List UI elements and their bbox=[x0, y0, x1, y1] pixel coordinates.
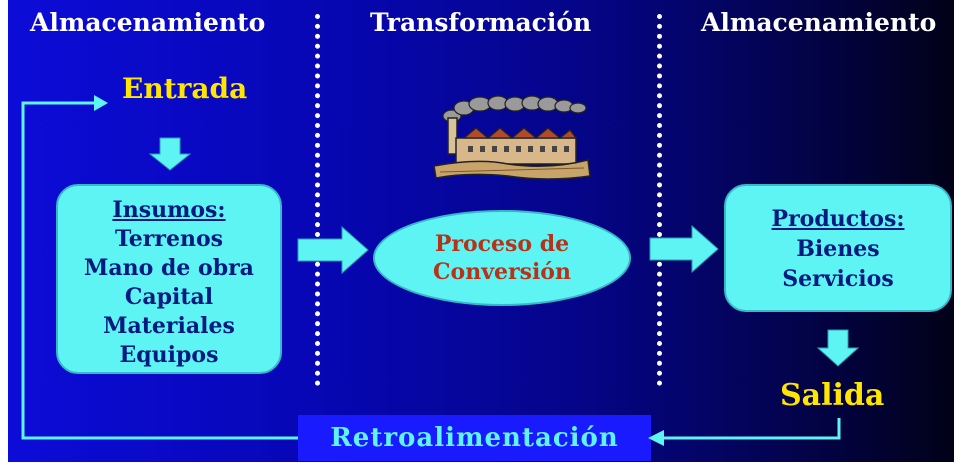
feedback-line-left bbox=[21, 101, 298, 440]
outputs-title: Productos: bbox=[771, 206, 905, 232]
left-arrow-icon bbox=[648, 430, 664, 446]
inputs-item: Equipos bbox=[119, 342, 219, 368]
process-line-2: Conversión bbox=[433, 259, 571, 285]
factory-icon bbox=[433, 95, 591, 180]
outputs-item: Bienes bbox=[796, 236, 880, 262]
conversion-process: Proceso de Conversión bbox=[373, 210, 631, 306]
inputs-box: Insumos: Terrenos Mano de obra Capital M… bbox=[56, 184, 282, 374]
right-arrow-icon bbox=[649, 224, 719, 274]
inputs-item: Mano de obra bbox=[84, 255, 254, 281]
divider-left bbox=[315, 14, 320, 386]
inputs-title: Insumos: bbox=[112, 197, 226, 223]
header-storage-right: Almacenamiento bbox=[701, 8, 937, 37]
down-arrow-icon bbox=[816, 329, 860, 367]
right-arrow-icon bbox=[94, 95, 108, 111]
header-transformation: Transformación bbox=[370, 8, 592, 37]
salida-label: Salida bbox=[780, 378, 885, 413]
divider-right bbox=[657, 14, 662, 386]
feedback-label: Retroalimentación bbox=[298, 415, 651, 461]
process-line-1: Proceso de bbox=[434, 231, 570, 257]
right-arrow-icon bbox=[297, 225, 369, 275]
inputs-item: Terrenos bbox=[114, 226, 224, 252]
inputs-item: Materiales bbox=[103, 313, 235, 339]
header-storage-left: Almacenamiento bbox=[30, 8, 266, 37]
diagram-slide: Almacenamiento Transformación Almacenami… bbox=[8, 0, 954, 462]
entrada-label: Entrada bbox=[122, 72, 248, 105]
outputs-item: Servicios bbox=[782, 266, 894, 292]
down-arrow-icon bbox=[148, 137, 192, 171]
inputs-item: Capital bbox=[124, 284, 214, 310]
outputs-box: Productos: Bienes Servicios bbox=[724, 184, 952, 312]
diagram-graphics bbox=[21, 95, 860, 446]
feedback-line-right bbox=[653, 418, 841, 440]
